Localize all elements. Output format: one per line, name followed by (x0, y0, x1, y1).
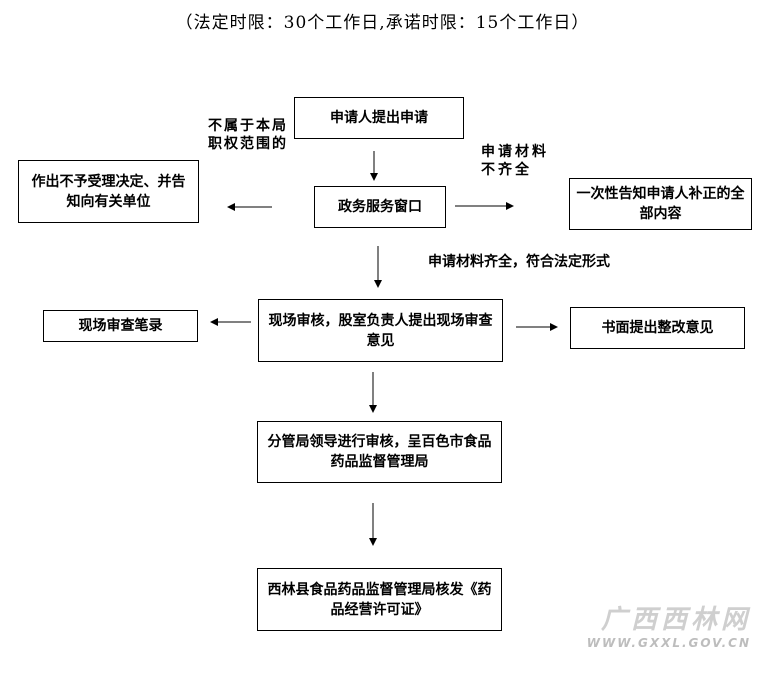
box-notify-corrections: 一次性告知申请人补正的全部内容 (569, 178, 752, 230)
box-government-window: 政务服务窗口 (314, 186, 446, 228)
box-reject-decision: 作出不予受理决定、并告知向有关单位 (18, 160, 199, 223)
note-incomplete: 申请材料不齐全 (481, 144, 549, 178)
box-onsite-inspection: 现场审核，股室负责人提出现场审查意见 (258, 299, 503, 362)
box-rectification-opinion: 书面提出整改意见 (570, 307, 745, 349)
time-limit-header: （法定时限：30个工作日,承诺时限：15个工作日） (175, 13, 590, 33)
watermark-logo-text: 广西西林网 (600, 605, 751, 635)
box-apply: 申请人提出申请 (294, 97, 464, 139)
note-out-of-scope: 不属于本局职权范围的 (208, 118, 288, 152)
box-inspection-record: 现场审查笔录 (43, 310, 198, 342)
watermark: 广西西林网 WWW.GXXL.GOV.CN (587, 599, 751, 650)
note-complete-materials: 申请材料齐全，符合法定形式 (428, 254, 610, 270)
box-license-issuance: 西林县食品药品监督管理局核发《药品经营许可证》 (257, 568, 502, 631)
watermark-url: WWW.GXXL.GOV.CN (586, 636, 751, 650)
box-leader-review: 分管局领导进行审核，呈百色市食品药品监督管理局 (257, 421, 502, 483)
